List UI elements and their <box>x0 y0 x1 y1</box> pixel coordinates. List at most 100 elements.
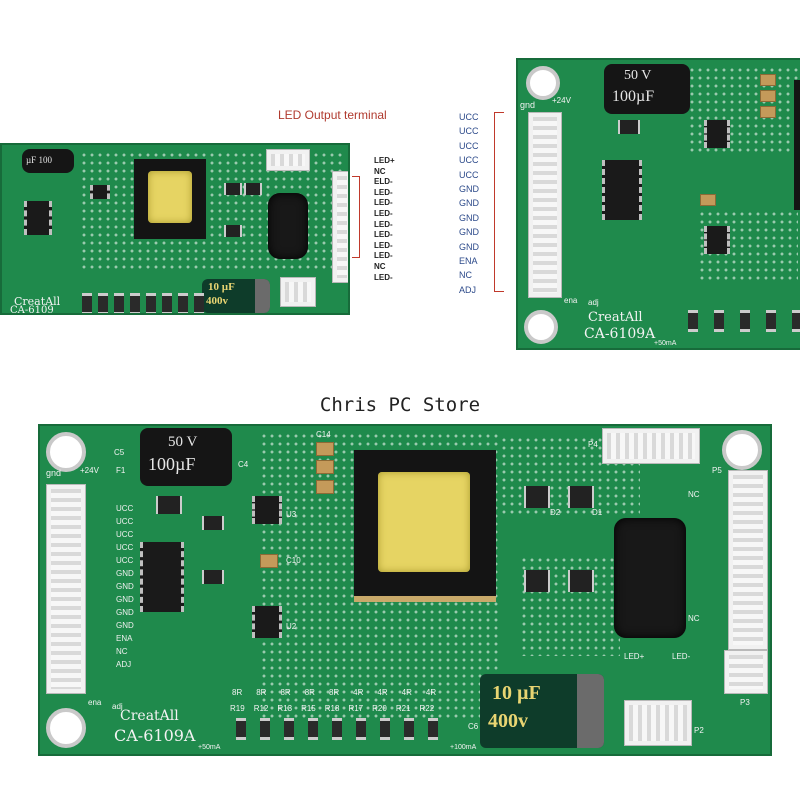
pin-label: UCC <box>459 126 479 137</box>
led-output-bracket <box>352 176 360 258</box>
led-output-pin-list: LED+ NC ELD- LED- LED- LED- LED- LED- LE… <box>374 156 395 283</box>
brand-silkscreen: CreatAll <box>588 310 643 325</box>
board-input-pin-labels: UCC UCC UCC UCC UCC GND GND GND GND GND … <box>116 502 134 671</box>
pin-label: GND <box>459 212 479 223</box>
smd-component <box>156 496 182 514</box>
res-value: 8R <box>328 688 340 697</box>
gnd-label: gnd <box>46 468 62 478</box>
pin-label: GND <box>459 184 479 195</box>
smd-capacitor <box>316 480 334 494</box>
pin-label: UCC <box>116 543 134 552</box>
mounting-hole <box>722 430 762 470</box>
smd-component <box>524 486 550 508</box>
inductor <box>614 518 686 638</box>
resistor-row <box>236 718 438 740</box>
current-50-label: +50mA <box>198 744 221 751</box>
current-label: +50mA <box>654 340 677 347</box>
res-value: 8R <box>232 688 243 697</box>
pin-label: UCC <box>116 504 134 513</box>
input-bracket <box>494 112 504 292</box>
resistor-refs-row: R19 R12 R13 R15 R18 R17 R20 R21 R22 <box>230 704 434 713</box>
res-value: 8R <box>304 688 315 697</box>
c4-label: C4 <box>238 460 249 469</box>
res-value: 8R <box>256 688 267 697</box>
smd-component <box>224 225 242 237</box>
smd-capacitor <box>760 106 776 118</box>
smd-component <box>524 570 550 592</box>
ic-chip <box>704 120 730 148</box>
cap-value-text: 100µF <box>148 454 196 474</box>
smd-capacitor <box>760 90 776 102</box>
model-silkscreen: CA-6109A <box>584 326 656 342</box>
pin-label: NC <box>374 166 386 176</box>
pin-label: UCC <box>459 169 479 180</box>
ic-chip <box>140 542 184 612</box>
pin-label: UCC <box>459 112 479 122</box>
connector-bottom <box>624 700 692 746</box>
pin-label: NC <box>459 270 472 281</box>
connector-input <box>528 112 562 298</box>
res-value: 4R <box>425 688 437 697</box>
ic-chip <box>252 606 282 638</box>
res-ref: R12 <box>253 704 269 713</box>
pin-label: LED- <box>374 251 393 261</box>
res-value: 4R <box>377 688 388 697</box>
connector-bottom <box>280 277 316 307</box>
led-minus-label: LED- <box>672 652 691 661</box>
smd-component <box>202 570 224 584</box>
pin-label: UCC <box>116 530 134 539</box>
electrolytic-capacitor: 10 µF 400v <box>480 674 604 748</box>
nc-label: NC <box>688 614 700 623</box>
input-pin-list: UCC UCC UCC UCC UCC GND GND GND GND GND … <box>459 110 479 297</box>
store-title: Chris PC Store <box>319 394 481 416</box>
v24-label: +24V <box>552 96 571 105</box>
pin-label: LED- <box>374 219 393 229</box>
model-silkscreen: CA-6109 <box>10 305 54 315</box>
smd-capacitor <box>316 442 334 456</box>
p3-label: P3 <box>740 698 750 707</box>
res-ref: R20 <box>372 704 387 713</box>
smd-component <box>568 486 594 508</box>
pin-label: LED- <box>374 240 393 250</box>
pin-label: GND <box>459 198 479 209</box>
transformer <box>794 80 800 210</box>
gnd-label: gnd <box>520 100 536 110</box>
brand-silkscreen: CreatAll <box>120 708 179 724</box>
pin-label: UCC <box>459 155 479 166</box>
mounting-hole <box>524 310 558 344</box>
pin-label: LED- <box>374 272 393 282</box>
connector-top <box>602 428 700 464</box>
transformer <box>354 450 496 602</box>
transformer <box>134 159 206 239</box>
mounting-hole <box>46 708 86 748</box>
pin-label: GND <box>116 595 134 604</box>
black-capacitor: 50 V 100µF <box>140 428 232 486</box>
resistor-row <box>82 293 204 313</box>
pin-label: LED- <box>374 230 393 240</box>
pcb-top-left: µF 100 10 µF 400v CreatAll CA-6109 <box>0 143 350 315</box>
pin-label: UCC <box>116 556 134 565</box>
smd-component <box>224 183 242 195</box>
ic-chip <box>704 226 730 254</box>
led-output-annotation: LED Output terminal <box>278 108 387 122</box>
brand-silkscreen: CreatAll <box>14 295 61 308</box>
connector-led-output <box>332 171 348 283</box>
smd-capacitor <box>316 460 334 474</box>
p2-label: P2 <box>694 726 704 735</box>
led-plus-label: LED+ <box>624 652 645 661</box>
connector-top <box>266 149 310 171</box>
model-silkscreen: CA-6109A <box>114 726 196 745</box>
res-ref: R21 <box>395 704 411 713</box>
smd-component <box>244 183 262 195</box>
nc-label: NC <box>688 490 700 499</box>
cap-voltage-text: 50 V <box>624 68 652 83</box>
pcb-main: 50 V 100µF C5 F1 C4 gnd +24V UCC UCC UCC… <box>38 424 772 756</box>
inductor <box>268 193 308 259</box>
mounting-hole <box>526 66 560 100</box>
d1-label: D1 <box>592 508 603 517</box>
pin-label: GND <box>116 569 134 578</box>
pin-label: GND <box>459 227 479 238</box>
pin-label: GND <box>116 582 134 591</box>
res-ref: R15 <box>301 704 316 713</box>
ena-label: ena <box>88 698 102 707</box>
